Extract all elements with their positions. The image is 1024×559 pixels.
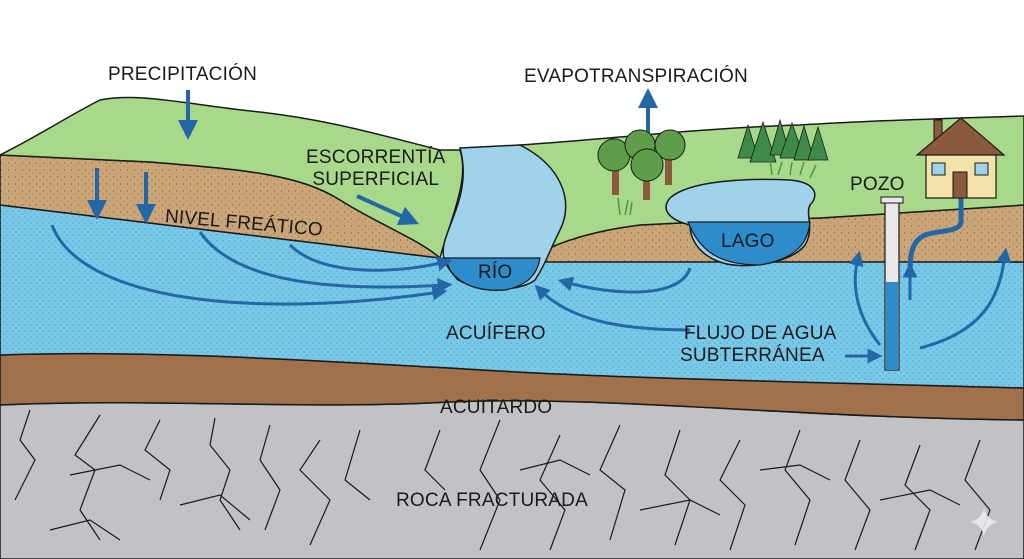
precipitation-label: PRECIPITACIÓN: [108, 64, 257, 85]
river-label: RÍO: [478, 262, 513, 283]
evapotranspiration-label: EVAPOTRANSPIRACIÓN: [524, 66, 748, 87]
house-icon: [915, 117, 1006, 199]
river-water-table: [444, 257, 541, 291]
aquifer-layer: [0, 204, 1024, 389]
tree-icon: [597, 129, 686, 200]
aquifer-label: ACUÍFERO: [446, 323, 546, 344]
surface-runoff-label-line1: ESCORRENTÍA: [306, 147, 446, 168]
fractured-rock-layer: [0, 399, 1024, 559]
grass-surface-left: [0, 96, 464, 260]
runoff-arrow-icon: [356, 194, 420, 225]
groundwater-flow-label-line1: FLUJO DE AGUA: [684, 323, 837, 344]
well-label: POZO: [850, 174, 905, 195]
aquitard-label: ACUITARDO: [440, 397, 553, 418]
sparkle-icon: [970, 508, 998, 536]
surface-runoff-label: ESCORRENTÍA SUPERFICIAL: [306, 147, 445, 191]
lake-water-table: [687, 221, 811, 266]
groundwater-flow-label-line2: SUBTERRÁNEA: [680, 345, 825, 366]
well-icon: [880, 196, 904, 371]
fractured-rock-label: ROCA FRACTURADA: [396, 490, 588, 511]
flow-arrow-icon: [50, 224, 1012, 364]
pine-tree-icon: [737, 118, 829, 163]
lake-label: LAGO: [721, 231, 775, 252]
grass-icon: [617, 159, 817, 216]
infiltration-arrow-icon: [87, 168, 156, 224]
house-pipe: [907, 198, 964, 276]
surface-runoff-label-line2: SUPERFICIAL: [312, 169, 440, 190]
groundwater-flow-label: FLUJO DE AGUA SUBTERRÁNEA: [680, 323, 837, 367]
